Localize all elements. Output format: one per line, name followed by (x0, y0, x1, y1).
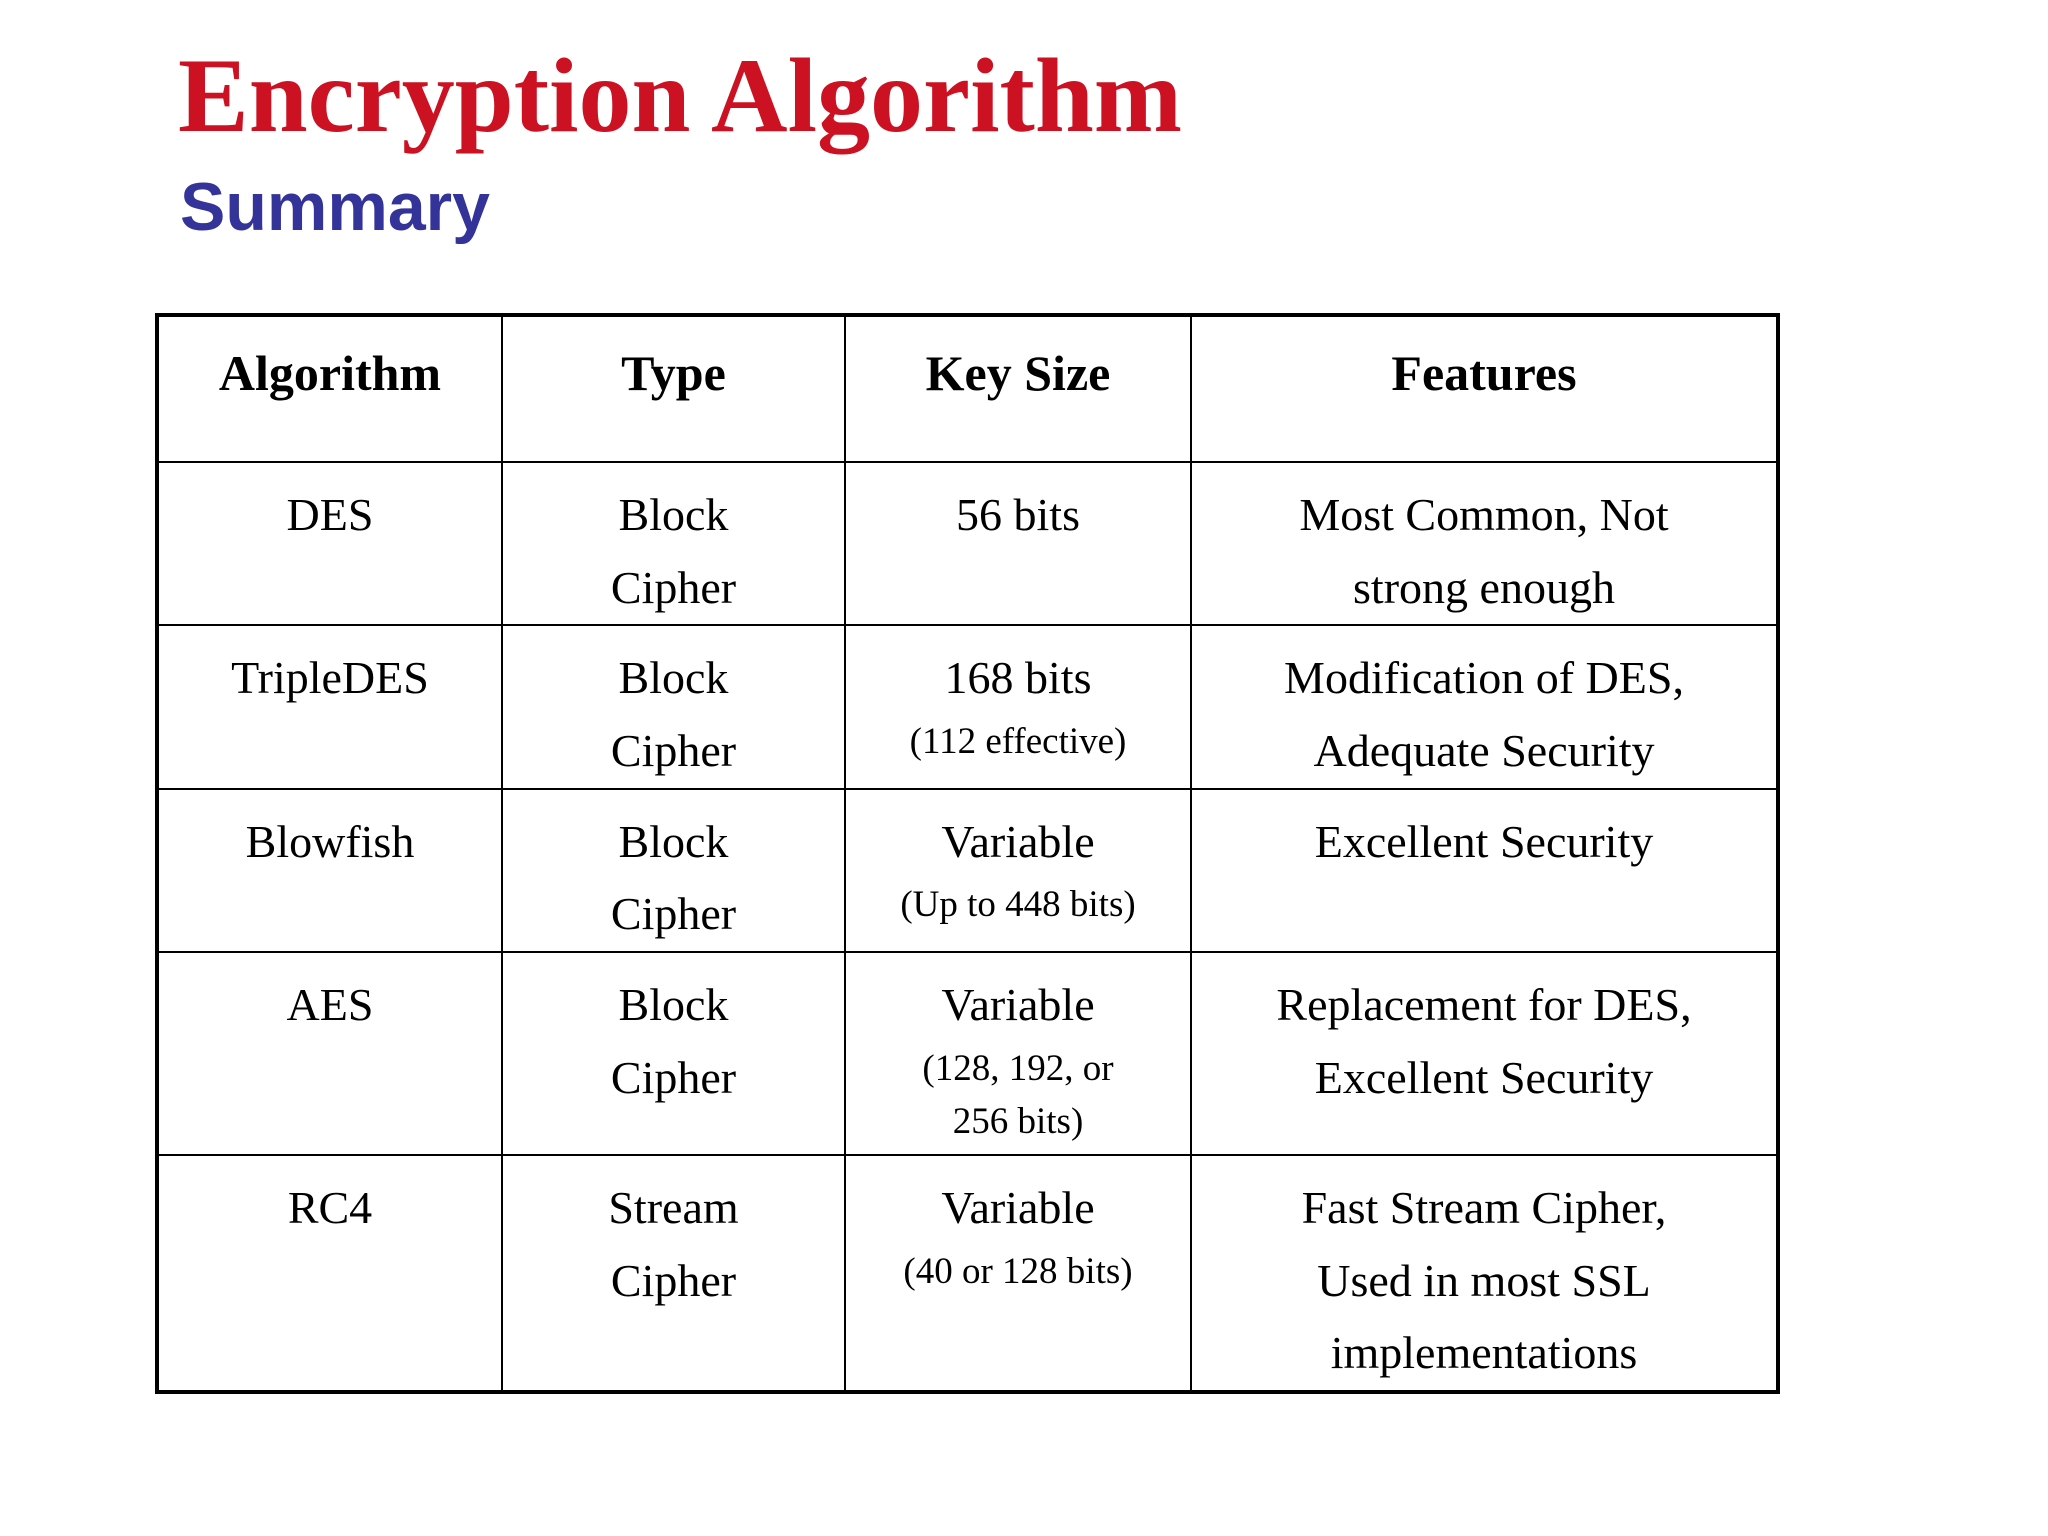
cell-features: Modification of DES, Adequate Security (1190, 624, 1779, 790)
cell-features: Replacement for DES, Excellent Security (1190, 951, 1779, 1157)
cell-key-size: Variable (40 or 128 bits) (844, 1154, 1192, 1394)
table-row: TripleDES Block Cipher 168 bits (112 eff… (156, 624, 1779, 790)
key-size-value: Variable (941, 1182, 1095, 1234)
cell-features: Excellent Security (1190, 787, 1779, 954)
features-text: Excellent Security (1314, 815, 1654, 867)
cell-algorithm: TripleDES (156, 624, 503, 790)
column-header-algorithm: Algorithm (156, 314, 503, 463)
table-row: Blowfish Block Cipher Variable (Up to 44… (156, 787, 1779, 954)
cipher-type: Block Cipher (610, 652, 737, 777)
algorithm-name: DES (286, 489, 374, 540)
encryption-summary-table: Algorithm Type Key Size Features DES Blo… (155, 313, 1780, 1395)
key-size-value: Variable (941, 815, 1095, 867)
summary-table-container: Algorithm Type Key Size Features DES Blo… (155, 313, 1780, 1395)
algorithm-name: RC4 (287, 1182, 373, 1234)
cell-algorithm: AES (156, 951, 503, 1157)
cipher-type: Block Cipher (610, 489, 737, 613)
page-title: Encryption Algorithm (178, 37, 1183, 154)
cell-type: Block Cipher (501, 624, 846, 790)
table-row: DES Block Cipher 56 bits Most Common, No… (156, 460, 1779, 627)
cell-algorithm: DES (156, 460, 503, 627)
cell-algorithm: Blowfish (156, 787, 503, 954)
key-size-note: (112 effective) (909, 721, 1127, 763)
page-subtitle: Summary (180, 169, 490, 245)
key-size-note: (40 or 128 bits) (903, 1250, 1133, 1292)
cell-key-size: 56 bits (844, 460, 1192, 627)
key-size-value: Variable (941, 979, 1095, 1031)
column-header-features: Features (1190, 314, 1779, 463)
column-header-key-size: Key Size (844, 314, 1192, 463)
algorithm-name: AES (286, 979, 374, 1031)
cell-type: Block Cipher (501, 460, 846, 627)
features-text: Replacement for DES, Excellent Security (1276, 979, 1692, 1103)
algorithm-name: Blowfish (245, 815, 415, 867)
cell-features: Most Common, Not strong enough (1190, 460, 1779, 627)
key-size-value: 168 bits (944, 652, 1092, 704)
cell-key-size: Variable (128, 192, or 256 bits) (844, 951, 1192, 1157)
key-size-note: (Up to 448 bits) (900, 884, 1136, 926)
cipher-type: Block Cipher (610, 815, 737, 940)
cell-features: Fast Stream Cipher, Used in most SSL imp… (1190, 1154, 1779, 1394)
table-row: AES Block Cipher Variable (128, 192, or … (156, 951, 1779, 1157)
key-size-value: 56 bits (956, 489, 1080, 540)
cell-type: Block Cipher (501, 787, 846, 954)
features-text: Most Common, Not strong enough (1299, 489, 1669, 613)
cell-algorithm: RC4 (156, 1154, 503, 1394)
column-header-type: Type (501, 314, 846, 463)
table-header-row: Algorithm Type Key Size Features (156, 314, 1779, 463)
cipher-type: Stream Cipher (608, 1182, 739, 1306)
algorithm-name: TripleDES (231, 652, 429, 704)
cell-key-size: Variable (Up to 448 bits) (844, 787, 1192, 954)
cell-key-size: 168 bits (112 effective) (844, 624, 1192, 790)
cipher-type: Block Cipher (610, 979, 737, 1103)
features-text: Modification of DES, Adequate Security (1284, 652, 1684, 777)
cell-type: Stream Cipher (501, 1154, 846, 1394)
table-row: RC4 Stream Cipher Variable (40 or 128 bi… (156, 1154, 1779, 1394)
features-text: Fast Stream Cipher, Used in most SSL imp… (1301, 1182, 1667, 1379)
key-size-note: (128, 192, or 256 bits) (922, 1047, 1114, 1143)
cell-type: Block Cipher (501, 951, 846, 1157)
